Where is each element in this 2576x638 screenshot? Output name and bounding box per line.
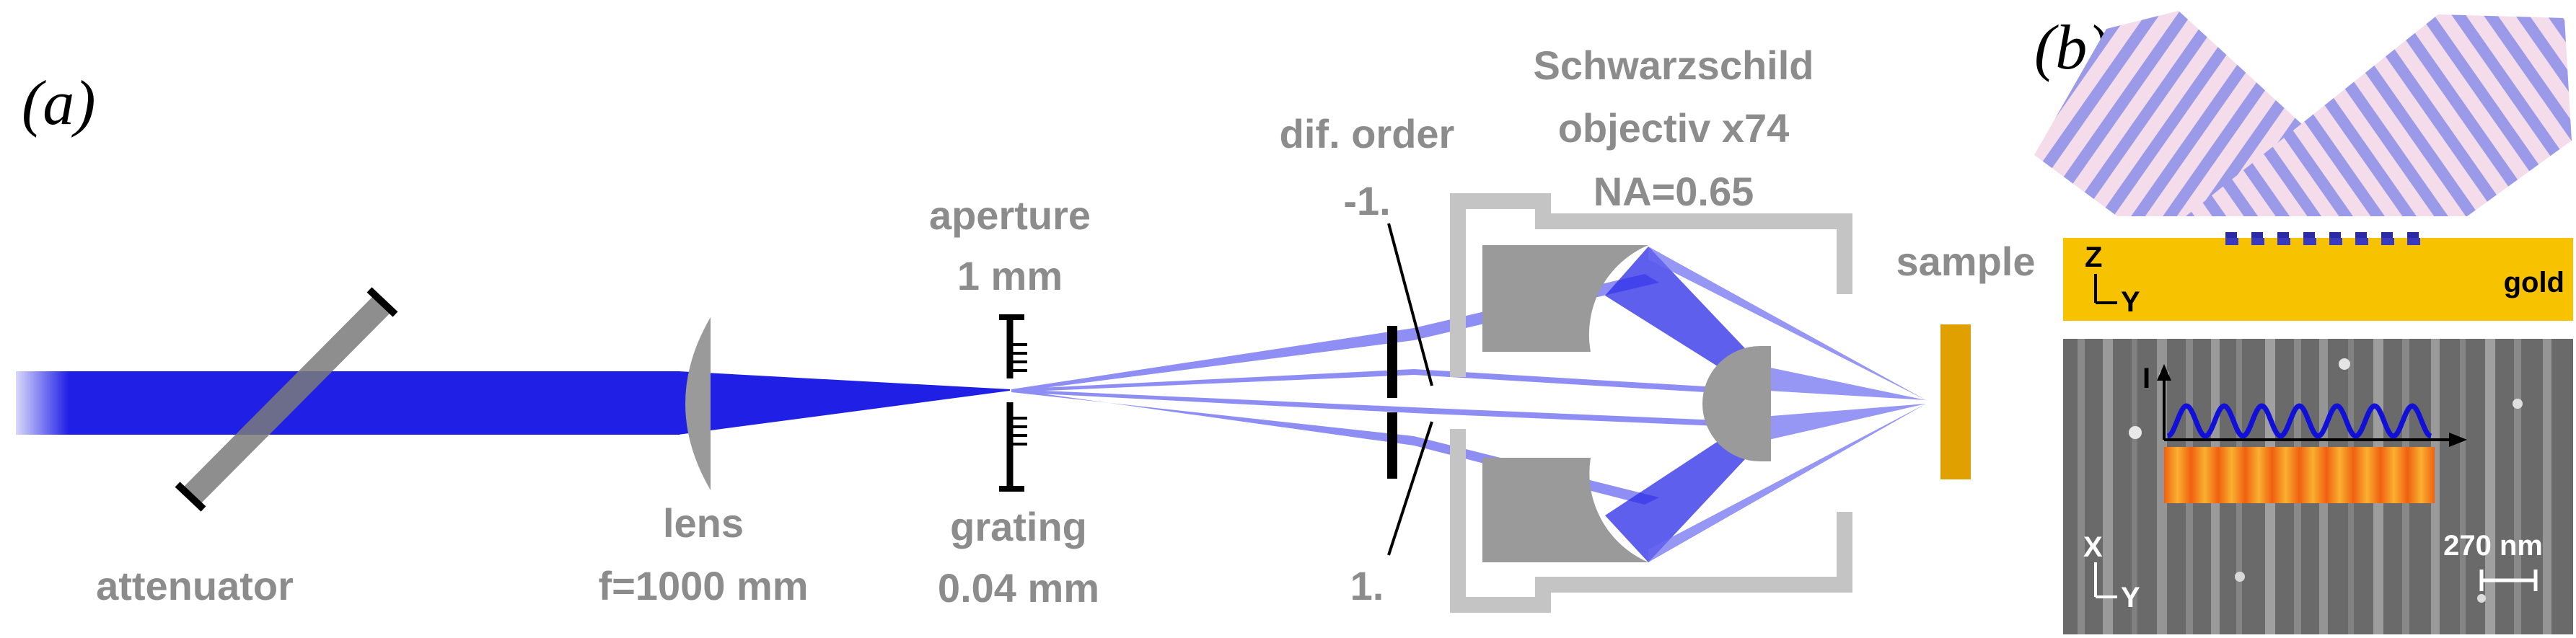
gold-label: gold xyxy=(2504,267,2564,298)
objective-label-1: Schwarzschild xyxy=(1533,43,1814,88)
zy-axes-icon xyxy=(2094,274,2117,304)
primary-mirror-top xyxy=(1482,245,1648,352)
objective-housing xyxy=(1450,193,1852,613)
lens-label: lens xyxy=(663,500,744,546)
scalebar xyxy=(2479,570,2538,591)
intensity-axis-icon xyxy=(2157,364,2467,447)
sample-label: sample xyxy=(1896,239,2036,284)
intensity-wave xyxy=(2167,403,2432,439)
sample-element xyxy=(1940,324,1971,479)
lens-element xyxy=(685,317,711,490)
grating-period-label: 0.04 mm xyxy=(938,565,1099,611)
focused-beam xyxy=(678,371,1010,435)
attenuator-plate xyxy=(175,287,398,512)
objective-beams xyxy=(1605,247,1757,562)
grating-label: grating xyxy=(950,504,1087,549)
order-plus-pointer xyxy=(1387,421,1433,556)
focusing-beams xyxy=(1648,247,1926,562)
axis-z-label: Z xyxy=(2085,242,2102,273)
order-mask xyxy=(1387,326,1397,479)
primary-mirror-bottom xyxy=(1482,458,1648,562)
scalebar-label: 270 nm xyxy=(2443,530,2543,562)
intensity-label: I xyxy=(2142,363,2150,394)
aperture-size-label: 1 mm xyxy=(957,253,1063,298)
aperture-label: aperture xyxy=(929,192,1091,238)
axis-y-label: Y xyxy=(2121,286,2140,318)
objective-label-2: objectiv x74 xyxy=(1558,105,1790,151)
intensity-map xyxy=(2164,447,2435,503)
axis-x-label: X xyxy=(2083,531,2103,563)
objective-label-3: NA=0.65 xyxy=(1593,169,1754,214)
secondary-mirror xyxy=(1702,346,1771,461)
interference-pattern-bottom xyxy=(2225,238,2420,245)
xy-axes-icon xyxy=(2094,562,2117,598)
order-plus-label: 1. xyxy=(1350,563,1384,608)
order-minus-label: -1. xyxy=(1343,178,1390,223)
dif-order-label: dif. order xyxy=(1280,111,1455,156)
lens-focal-label: f=1000 mm xyxy=(598,563,808,608)
gold-layer xyxy=(2063,238,2573,321)
laser-beam xyxy=(16,371,680,435)
axis-y2-label: Y xyxy=(2121,582,2140,613)
beam-right-fringes xyxy=(2186,14,2572,216)
panel-a-label: (a) xyxy=(22,68,96,138)
attenuator-label: attenuator xyxy=(96,563,294,608)
aperture-grating xyxy=(999,314,1027,492)
order-minus-pointer xyxy=(1387,223,1433,386)
